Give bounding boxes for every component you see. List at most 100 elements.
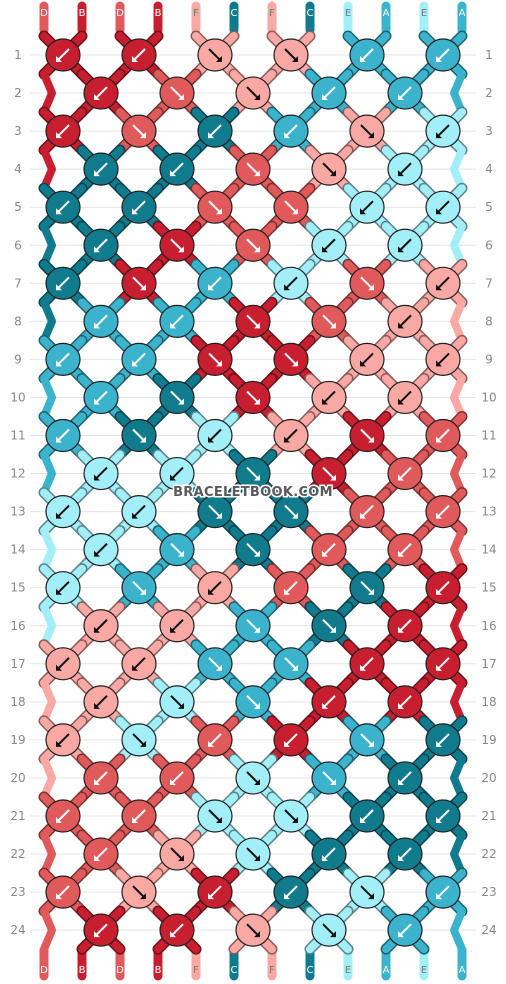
knot <box>83 380 119 415</box>
arrow-down-left-icon <box>361 809 374 822</box>
row-number-right: 12 <box>481 467 496 481</box>
arrow-head-icon <box>254 398 260 405</box>
knot <box>311 304 347 338</box>
arrow-head-icon <box>436 360 442 367</box>
knot <box>273 38 309 72</box>
row-number-left: 2 <box>14 86 22 100</box>
knot <box>159 76 195 110</box>
row-number-left: 14 <box>10 543 25 557</box>
arrow-head-icon <box>398 474 404 481</box>
row-number-left: 9 <box>14 352 22 366</box>
arrow-head-icon <box>178 94 184 101</box>
knot <box>387 913 423 947</box>
arrow-down-left-icon <box>323 695 336 708</box>
strand-letter-bottom: E <box>345 965 351 976</box>
edge-thread-right <box>450 224 466 266</box>
arrow-head-icon <box>254 550 260 557</box>
knot <box>83 685 119 719</box>
strand-letter-bottom: B <box>155 965 162 976</box>
arrow-head-icon <box>398 322 404 329</box>
arrow-head-icon <box>216 512 222 519</box>
knot <box>197 190 233 224</box>
arrow-down-right-icon <box>246 619 259 632</box>
knot <box>197 418 233 453</box>
arrow-head-icon <box>94 94 100 101</box>
arrow-head-icon <box>170 931 176 938</box>
edge-thread-right <box>450 452 466 495</box>
arrow-down-left-icon <box>95 542 108 556</box>
arrow-down-left-icon <box>95 466 108 480</box>
arrow-head-icon <box>398 931 404 938</box>
row-number-right: 13 <box>481 505 496 519</box>
arrow-down-right-icon <box>246 390 259 404</box>
edge-thread-left <box>40 452 56 495</box>
arrow-head-icon <box>254 702 260 709</box>
arrow-down-left-icon <box>171 619 184 632</box>
row-number-right: 1 <box>485 48 493 62</box>
knot <box>273 571 309 605</box>
arrow-down-left-icon <box>209 428 222 442</box>
knot <box>349 114 385 148</box>
knot <box>121 266 157 300</box>
arrow-down-left-icon <box>171 466 184 480</box>
knot <box>235 456 271 491</box>
arrow-head-icon <box>56 360 62 367</box>
arrow-head-icon <box>132 360 138 367</box>
arrow-down-left-icon <box>399 847 412 860</box>
arrow-head-icon <box>254 855 260 862</box>
arrow-head-icon <box>56 664 62 671</box>
arrow-head-icon <box>368 284 374 291</box>
knot <box>311 533 347 567</box>
arrow-head-icon <box>330 626 336 633</box>
knot <box>235 685 271 719</box>
edge-thread-left <box>40 72 56 114</box>
arrow-head-icon <box>292 360 298 367</box>
knot <box>235 837 271 871</box>
arrow-head-icon <box>56 512 62 519</box>
arrow-head-icon <box>436 132 442 139</box>
knot <box>349 571 385 605</box>
arrow-down-left-icon <box>95 923 108 936</box>
knot <box>45 571 81 605</box>
arrow-head-icon <box>254 931 260 938</box>
arrow-down-right-icon <box>246 847 259 860</box>
arrow-head-icon <box>436 208 442 215</box>
arrow-down-right-icon <box>246 695 259 708</box>
arrow-head-icon <box>254 474 260 481</box>
arrow-head-icon <box>284 436 290 443</box>
arrow-down-left-icon <box>399 238 412 251</box>
arrow-down-left-icon <box>133 504 146 518</box>
edge-thread-left <box>40 757 56 799</box>
arrow-down-left-icon <box>209 580 222 594</box>
knot <box>387 533 423 567</box>
arrow-down-left-icon <box>437 428 450 442</box>
arrow-down-left-icon <box>437 200 450 213</box>
edge-thread-right <box>450 300 466 342</box>
knot <box>83 533 119 567</box>
strand-letter-top: D <box>40 8 48 19</box>
knot <box>121 38 157 72</box>
knot <box>311 380 347 415</box>
arrow-head-icon <box>56 436 62 443</box>
strand-letter-bottom: D <box>40 965 48 976</box>
row-number-right: 19 <box>481 733 496 747</box>
arrow-head-icon <box>216 817 222 823</box>
row-number-right: 17 <box>481 657 496 671</box>
arrow-down-right-icon <box>322 162 335 175</box>
arrow-down-right-icon <box>132 580 145 594</box>
arrow-head-icon <box>436 588 442 595</box>
knot <box>159 152 195 186</box>
arrow-down-right-icon <box>322 466 335 480</box>
edge-thread-left <box>40 529 56 571</box>
arrow-down-left-icon <box>133 48 146 61</box>
knot <box>159 761 195 795</box>
arrow-down-left-icon <box>399 390 412 404</box>
row-number-left: 17 <box>10 657 25 671</box>
arrow-down-left-icon <box>171 162 184 175</box>
arrow-head-icon <box>254 322 260 329</box>
knot <box>235 609 271 643</box>
knot <box>273 342 309 376</box>
row-number-right: 7 <box>485 276 493 290</box>
edge-thread-right <box>450 757 466 799</box>
knot <box>83 228 119 262</box>
